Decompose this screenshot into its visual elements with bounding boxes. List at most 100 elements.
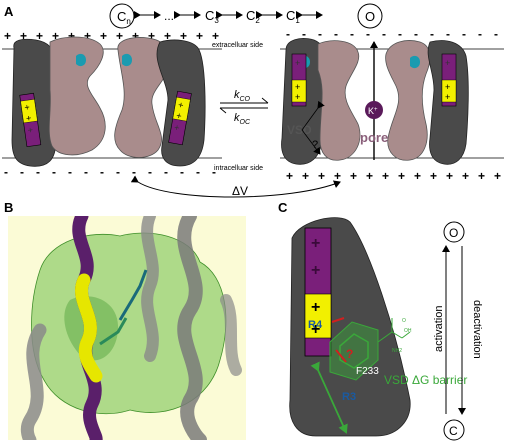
positive-charge: + (350, 169, 357, 183)
negative-charge: - (4, 165, 8, 179)
positive-charge: + (382, 169, 389, 183)
positive-charge: + (494, 169, 501, 183)
svg-text:+: + (311, 262, 320, 279)
s4-segment-open-left: + + + (291, 53, 307, 107)
negative-charge: - (116, 165, 120, 179)
positive-charge: + (462, 169, 469, 183)
svg-text:+: + (445, 82, 450, 92)
potassium-ion (365, 101, 383, 119)
extracellular-charges: ++++++++++++++-------------- (4, 27, 498, 43)
positive-charge: + (446, 169, 453, 183)
svg-text:C2: C2 (246, 8, 260, 25)
panel-c-letter: C (278, 200, 288, 215)
closed-state-label: Cn (117, 9, 131, 26)
negative-charge: - (302, 27, 306, 41)
panel-b-letter: B (4, 200, 13, 215)
helix-grey-right (177, 216, 207, 440)
negative-charge: - (318, 27, 322, 41)
negative-charge: - (334, 27, 338, 41)
positive-charge: + (414, 169, 421, 183)
svg-text:OH: OH (404, 328, 412, 334)
svg-text:+: + (311, 321, 320, 338)
svg-text:+: + (176, 110, 183, 121)
negative-charge: - (430, 27, 434, 41)
intracellular-label: intracelluar side (214, 165, 263, 172)
positive-charge: + (132, 29, 139, 43)
f233-marker-right (122, 53, 132, 67)
negative-charge: - (36, 165, 40, 179)
r4-sidechain (99, 317, 128, 346)
s4-displacement-arrow (310, 361, 348, 434)
positive-charge: + (20, 29, 27, 43)
vsd-question: ? (312, 139, 318, 151)
r3-label: R3 (342, 391, 356, 403)
svg-text:+: + (445, 58, 450, 68)
open-channel: + + + + + + K+ pore VSD ? (281, 38, 469, 165)
voltage-change-arrow (130, 175, 341, 198)
svg-text:C3: C3 (205, 8, 219, 25)
s4-charged-segment (75, 273, 103, 383)
barrier-question: ? (346, 347, 353, 361)
positive-charge: + (100, 29, 107, 43)
s4-segment-right: + + + (168, 90, 192, 146)
open-state-label: O (365, 9, 375, 24)
svg-text:+: + (173, 122, 180, 133)
positive-charge: + (68, 29, 75, 43)
helix-grey-middle (141, 216, 159, 362)
negative-charge: - (366, 27, 370, 41)
barrier-label: VSD ΔG barrier (384, 373, 467, 387)
positive-charge: + (212, 29, 219, 43)
closed-channel: + + + + + + (11, 36, 206, 167)
positive-charge: + (196, 29, 203, 43)
helix-grey-left (20, 323, 47, 440)
positive-charge: + (334, 169, 341, 183)
barrier-arrow (335, 349, 347, 363)
negative-charge: - (286, 27, 290, 41)
negative-charge: - (462, 27, 466, 41)
positive-charge: + (164, 29, 171, 43)
positive-charge: + (52, 29, 59, 43)
f233-marker-left (76, 53, 86, 67)
open-state-circle-c (443, 221, 465, 243)
closed-state-label-c: C (449, 424, 458, 438)
open-state-label-c: O (449, 226, 458, 240)
pore-domain-open-left (317, 40, 361, 161)
svg-text:...: ... (164, 9, 174, 23)
positive-charge: + (180, 29, 187, 43)
extracellular-label: extracelluar side (212, 42, 263, 49)
f233-structure (377, 318, 411, 343)
negative-charge: - (398, 27, 402, 41)
pore-domain-right (114, 37, 171, 158)
positive-charge: + (318, 169, 325, 183)
f233-label: F233 (356, 366, 379, 377)
helix-grey-far-right (220, 294, 242, 376)
negative-charge: - (478, 27, 482, 41)
pore-label: pore (360, 130, 388, 145)
positive-charge: + (116, 29, 123, 43)
positive-charge: + (84, 29, 91, 43)
positive-charge: + (36, 29, 43, 43)
negative-charge: - (52, 165, 56, 179)
negative-charge: - (414, 27, 418, 41)
pore-domain-open-right (385, 40, 431, 161)
positive-charge: + (398, 169, 405, 183)
delta-v-label: ΔV (232, 184, 248, 198)
negative-charge: - (446, 27, 450, 41)
svg-text:+: + (295, 58, 300, 68)
pore-domain-left (48, 36, 106, 156)
negative-charge: - (132, 165, 136, 179)
negative-charge: - (350, 27, 354, 41)
svg-text:+: + (27, 125, 34, 136)
negative-charge: - (196, 165, 200, 179)
negative-charge: - (180, 165, 184, 179)
vsd-motion-arrow (301, 100, 325, 155)
negative-charge: - (100, 165, 104, 179)
svg-text:+: + (311, 235, 320, 252)
negative-charge: - (164, 165, 168, 179)
state-chain: ... C3 C2 C1 (134, 8, 323, 25)
vsd-label: VSD (287, 123, 312, 137)
negative-charge: - (148, 165, 152, 179)
r4-arrow (331, 317, 345, 323)
positive-charge: + (430, 169, 437, 183)
s4-segment-open-right: + + + (441, 53, 457, 107)
